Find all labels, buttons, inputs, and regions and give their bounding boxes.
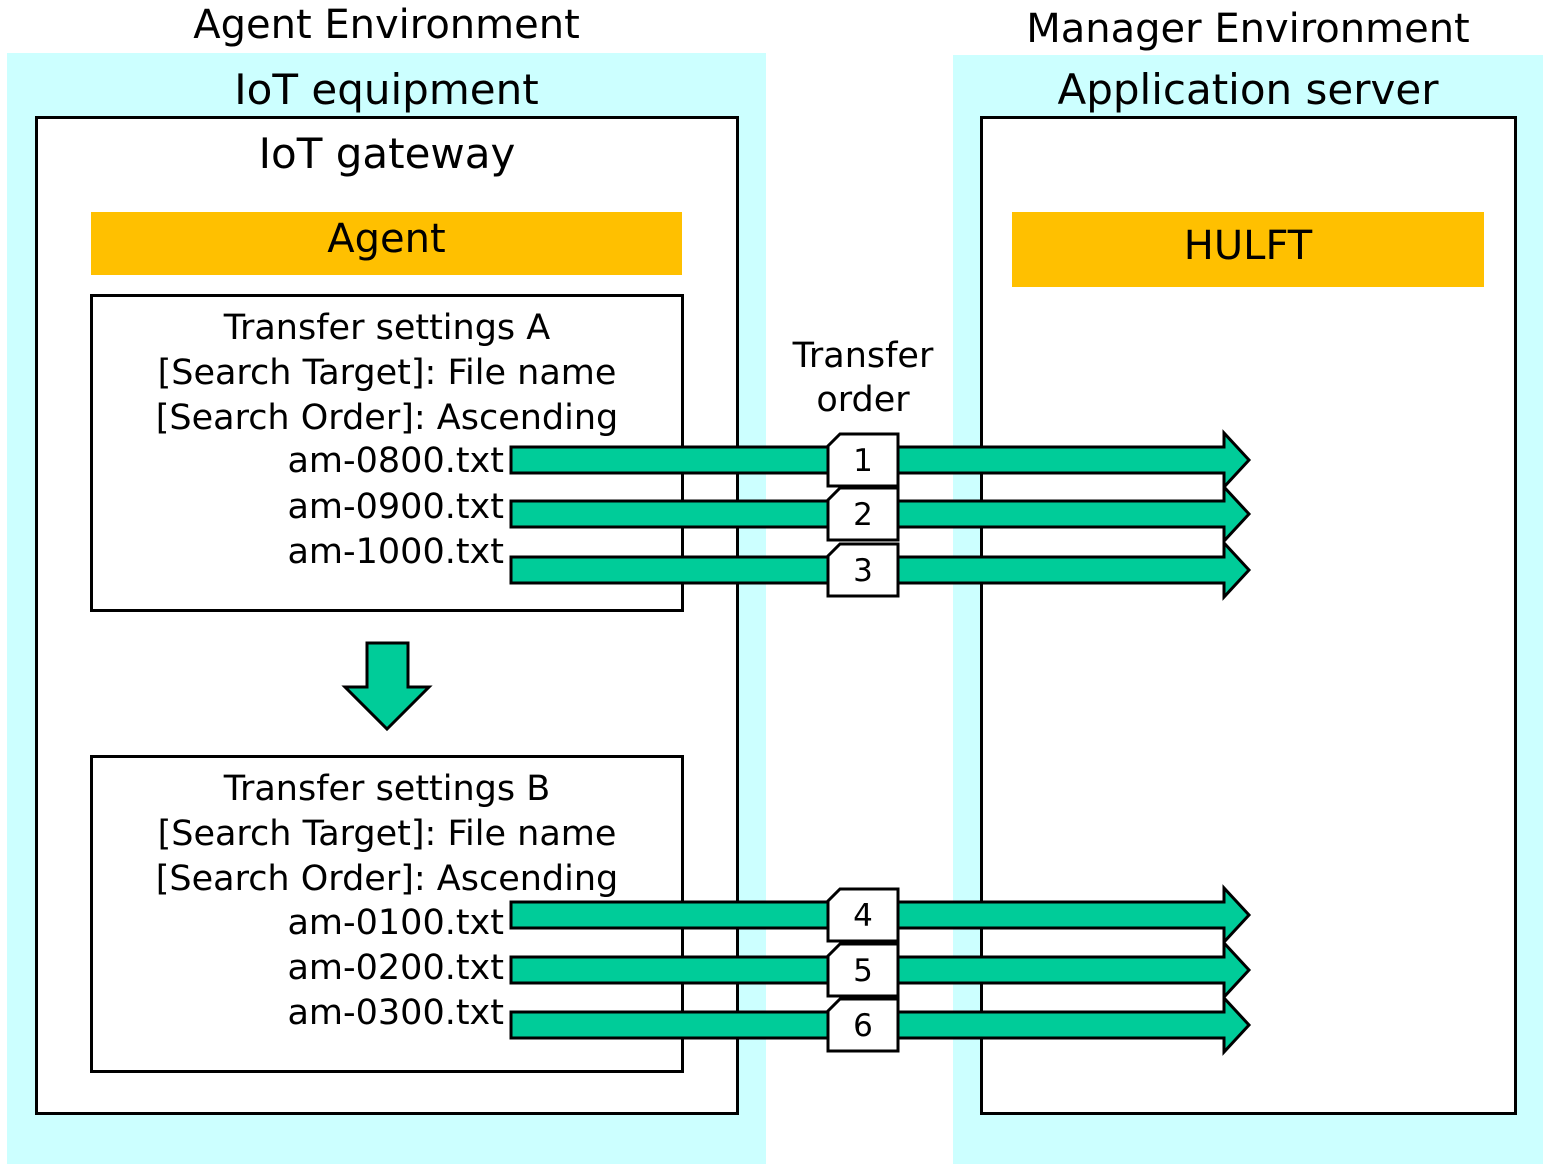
transfer-order-number: 5 [853, 953, 873, 989]
transfer-settings-b-title: Transfer settings B [223, 769, 551, 809]
transfer-settings-a-title: Transfer settings A [223, 308, 551, 348]
transfer-order-number: 2 [853, 497, 873, 533]
transfer-order-number: 6 [853, 1008, 873, 1044]
transfer-order-number: 4 [853, 898, 873, 934]
transfer-order-label: Transfer order [770, 334, 956, 422]
transfer-settings-a-text: Transfer settings A [Search Target]: Fil… [90, 306, 684, 441]
transfer-settings-b-search-target: [Search Target]: File name [157, 814, 617, 854]
transfer-settings-b-search-order: [Search Order]: Ascending [155, 859, 619, 899]
manager-environment-title: Manager Environment [1026, 6, 1470, 52]
transfer-order-tag [826, 887, 900, 943]
transfer-order-number: 1 [853, 443, 873, 479]
file-label: am-0100.txt [287, 903, 504, 943]
file-label: am-0900.txt [287, 487, 504, 527]
file-label: am-0800.txt [287, 441, 504, 481]
transfer-order-tag [826, 432, 900, 488]
file-label: am-0200.txt [287, 948, 504, 988]
transfer-order-tag [826, 486, 900, 542]
agent-bar: Agent [91, 212, 682, 275]
transfer-order-tag [826, 542, 900, 598]
transfer-order-label-line: order [816, 380, 910, 420]
hulft-bar: HULFT [1012, 212, 1484, 287]
file-label: am-0300.txt [287, 993, 504, 1033]
transfer-order-tag [826, 997, 900, 1053]
transfer-settings-b-text: Transfer settings B [Search Target]: Fil… [90, 767, 684, 902]
transfer-settings-a-search-order: [Search Order]: Ascending [155, 398, 619, 438]
file-label: am-1000.txt [287, 532, 504, 572]
transfer-settings-a-search-target: [Search Target]: File name [157, 353, 617, 393]
transfer-order-number: 3 [853, 553, 873, 589]
agent-environment-title: Agent Environment [193, 2, 580, 48]
transfer-order-tag [826, 942, 900, 998]
iot-gateway-title: IoT gateway [258, 129, 516, 178]
transfer-order-label-line: Transfer [792, 336, 934, 376]
iot-equipment-label: IoT equipment [234, 65, 539, 114]
down-arrow-icon [341, 641, 433, 732]
application-server-label: Application server [1057, 65, 1439, 114]
